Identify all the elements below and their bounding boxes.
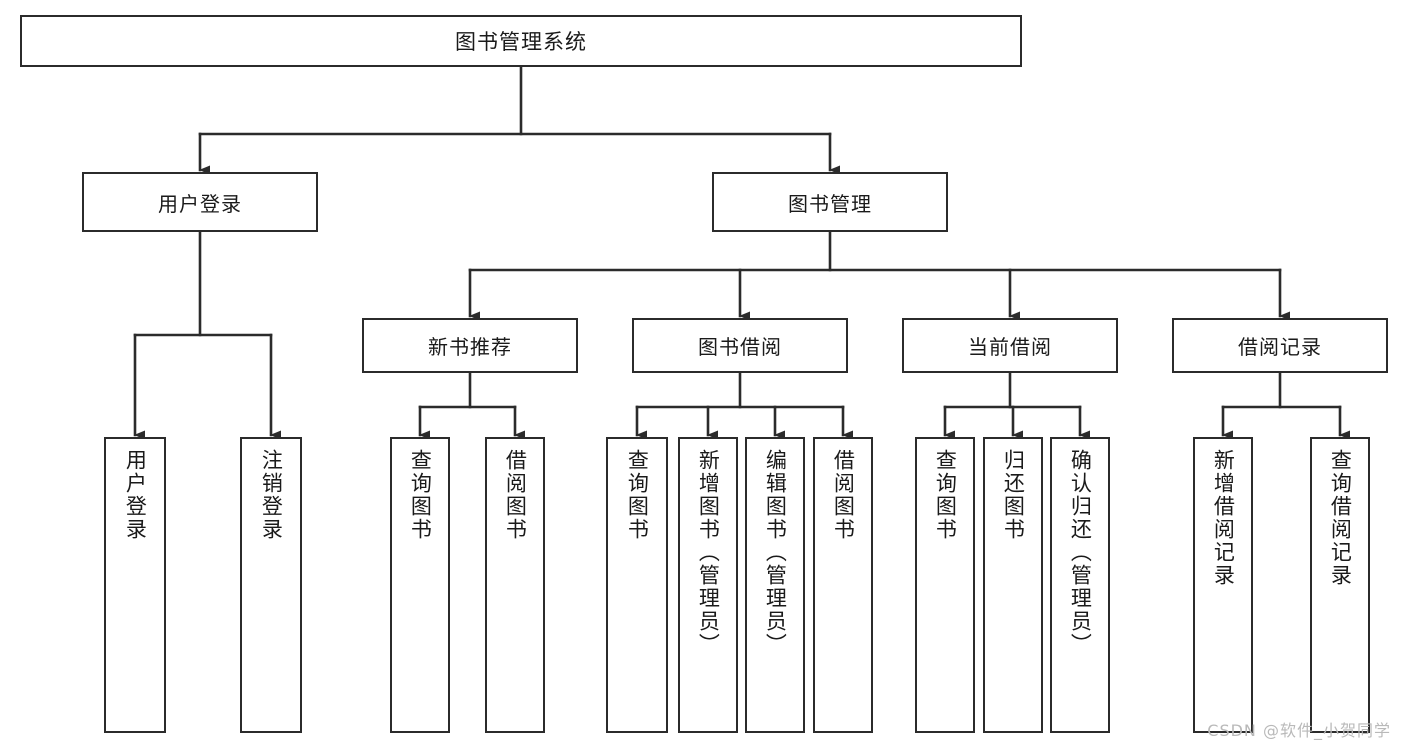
leaf-label: 查询图书: [408, 449, 433, 541]
leaf-label: 新增图书（管理员）: [696, 449, 721, 656]
leaf-label: 查询图书: [933, 449, 958, 541]
leaf-user-login[interactable]: 用户登录: [104, 437, 166, 733]
leaf-query-book-current[interactable]: 查询图书: [915, 437, 975, 733]
leaf-label: 查询图书: [625, 449, 650, 541]
node-root-label: 图书管理系统: [455, 30, 587, 54]
leaf-label: 归还图书: [1001, 449, 1026, 541]
leaf-label: 编辑图书（管理员）: [763, 449, 788, 656]
node-new-book-recommend[interactable]: 新书推荐: [362, 318, 578, 373]
node-current-borrow-label: 当前借阅: [968, 335, 1052, 359]
leaf-edit-book-admin[interactable]: 编辑图书（管理员）: [745, 437, 805, 733]
node-book-management[interactable]: 图书管理: [712, 172, 948, 232]
leaf-add-borrow-record[interactable]: 新增借阅记录: [1193, 437, 1253, 733]
leaf-label: 用户登录: [123, 449, 148, 541]
leaf-logout[interactable]: 注销登录: [240, 437, 302, 733]
node-borrow-record[interactable]: 借阅记录: [1172, 318, 1388, 373]
leaf-borrow-book[interactable]: 借阅图书: [813, 437, 873, 733]
watermark-text: CSDN @软件_小贺同学: [1207, 721, 1391, 740]
leaf-label: 新增借阅记录: [1211, 449, 1236, 587]
leaf-query-book-borrow[interactable]: 查询图书: [606, 437, 668, 733]
leaf-label: 借阅图书: [831, 449, 856, 541]
leaf-query-book-newbook[interactable]: 查询图书: [390, 437, 450, 733]
leaf-borrow-book-newbook[interactable]: 借阅图书: [485, 437, 545, 733]
leaf-label: 确认归还（管理员）: [1068, 449, 1093, 656]
node-user-login-label: 用户登录: [158, 191, 242, 216]
node-current-borrow[interactable]: 当前借阅: [902, 318, 1118, 373]
node-book-borrow-label: 图书借阅: [698, 335, 782, 359]
node-borrow-record-label: 借阅记录: [1238, 335, 1322, 359]
node-root-system[interactable]: 图书管理系统: [20, 15, 1022, 67]
leaf-label: 注销登录: [259, 449, 284, 541]
leaf-label: 借阅图书: [503, 449, 528, 541]
node-new-book-recommend-label: 新书推荐: [428, 335, 512, 359]
leaf-confirm-return-admin[interactable]: 确认归还（管理员）: [1050, 437, 1110, 733]
node-book-management-label: 图书管理: [788, 191, 872, 216]
leaf-add-book-admin[interactable]: 新增图书（管理员）: [678, 437, 738, 733]
leaf-label: 查询借阅记录: [1328, 449, 1353, 587]
node-book-borrow[interactable]: 图书借阅: [632, 318, 848, 373]
leaf-query-borrow-record[interactable]: 查询借阅记录: [1310, 437, 1370, 733]
node-user-login[interactable]: 用户登录: [82, 172, 318, 232]
leaf-return-book[interactable]: 归还图书: [983, 437, 1043, 733]
